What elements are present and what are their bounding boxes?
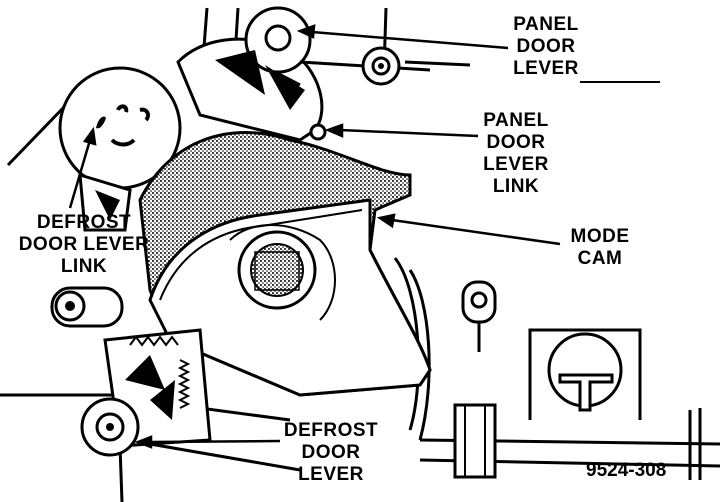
panel-door-lever-part bbox=[176, 6, 327, 142]
defrost-door-lever-label-line2: DOOR bbox=[301, 442, 361, 463]
panel-door-lever-label-line1: PANEL bbox=[513, 14, 579, 35]
defrost-door-lever-link-label-line3: LINK bbox=[60, 256, 108, 277]
figure-id: 9524-308 bbox=[586, 460, 667, 481]
defrost-door-lever-label: DEFROST DOOR LEVER bbox=[276, 420, 386, 486]
panel-door-lever-link-label-line1: PANEL bbox=[483, 110, 549, 131]
defrost-door-lever-link-label-line1: DEFROST bbox=[36, 212, 132, 233]
panel-door-lever-link-label-line4: LINK bbox=[492, 176, 540, 197]
mode-cam-label-line2: CAM bbox=[577, 248, 623, 269]
defrost-door-lever-label-line1: DEFROST bbox=[283, 420, 379, 441]
panel-door-lever-label: PANEL DOOR LEVER bbox=[506, 14, 586, 80]
leader-lines bbox=[68, 24, 561, 449]
panel-door-lever-link-label-line2: DOOR bbox=[486, 132, 546, 153]
defrost-link-pivot bbox=[50, 286, 124, 328]
panel-door-lever-link-label: PANEL DOOR LEVER LINK bbox=[476, 110, 556, 198]
defrost-door-lever-label-line3: LEVER bbox=[298, 464, 364, 485]
mode-cam-label-line1: MODE bbox=[570, 226, 630, 247]
defrost-door-lever-link-label: DEFROST DOOR LEVER LINK bbox=[14, 212, 154, 278]
right-bracket bbox=[453, 328, 642, 479]
mode-cam-part bbox=[138, 131, 432, 397]
middle-pivot bbox=[461, 280, 497, 352]
panel-door-lever-pivot bbox=[299, 46, 660, 86]
panel-door-lever-label-line2: DOOR bbox=[516, 36, 576, 57]
gear-sector bbox=[80, 328, 212, 457]
defrost-door-lever-link-label-line2: DOOR LEVER bbox=[18, 234, 150, 255]
mode-cam-label: MODE CAM bbox=[560, 226, 640, 270]
defrost-lever-wheel bbox=[58, 66, 182, 232]
panel-door-lever-label-line3: LEVER bbox=[513, 58, 579, 79]
panel-door-lever-link-label-line3: LEVER bbox=[483, 154, 549, 175]
